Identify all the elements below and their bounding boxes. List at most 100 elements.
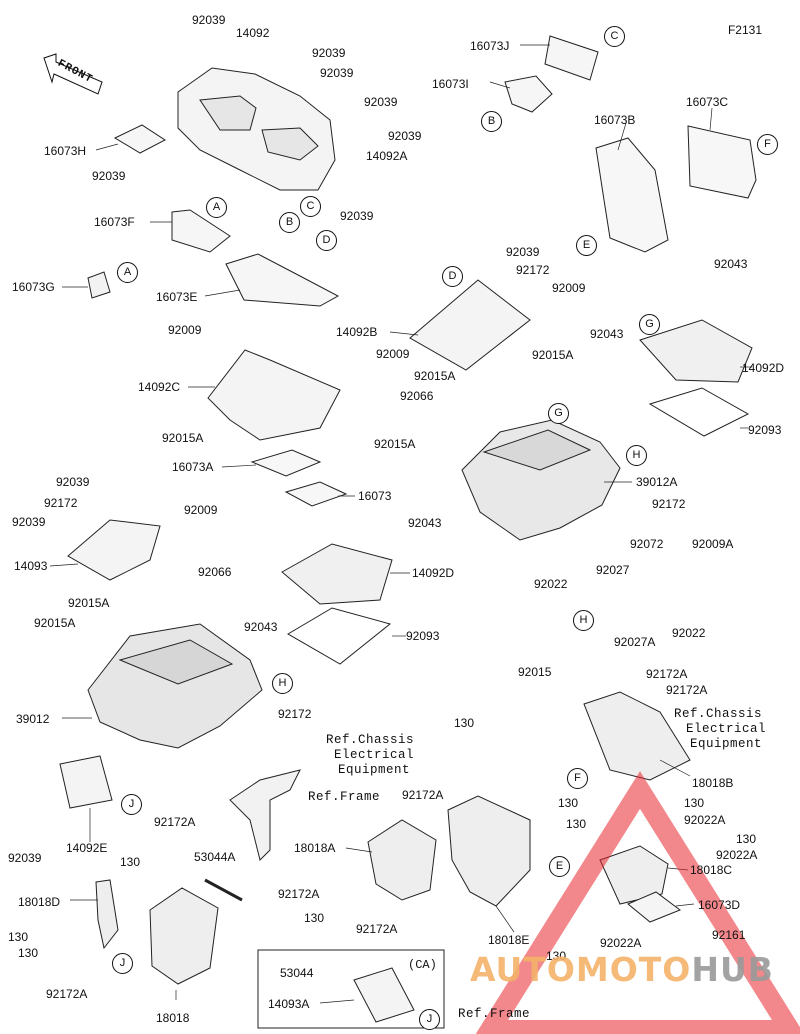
pad-16073a (250, 449, 322, 477)
lid-14092d-lower (281, 543, 393, 605)
watermark-part2: HUB (691, 950, 774, 989)
frame-bracket (229, 769, 301, 861)
front-console-cover (177, 67, 336, 191)
part-number: 92015A (34, 616, 76, 630)
part-number: 92172A (278, 887, 320, 901)
ref-chassis-electrical: Ref.Chassis Electrical Equipment (326, 733, 415, 777)
part-number: 92043 (408, 516, 442, 530)
callout-b: B (481, 111, 502, 132)
part-number: 92039 (506, 245, 540, 259)
part-number: 92039 (56, 475, 90, 489)
part-number: 14092 (236, 26, 270, 40)
part-number: 14092D (742, 361, 785, 375)
callout-h: H (272, 673, 293, 694)
part-number: 92022A (716, 848, 758, 862)
pad-16073i (504, 75, 553, 113)
plate-14093 (67, 519, 161, 581)
part-number: 18018E (488, 933, 530, 947)
part-number: 92009 (168, 323, 202, 337)
pad-16073h (113, 124, 166, 154)
part-number: 16073D (698, 898, 741, 912)
front-arrow-icon (43, 53, 103, 95)
part-number: 92066 (400, 389, 434, 403)
pad-16073j (544, 35, 599, 81)
seal-92093-upper (648, 387, 750, 437)
part-number: 53044 (280, 966, 314, 980)
part-number: 92015 (518, 665, 552, 679)
part-number: 92043 (244, 620, 278, 634)
plate-14092e (59, 755, 113, 809)
watermark-text: AUTOMOTOHUB (470, 950, 774, 989)
part-number: 92066 (198, 565, 232, 579)
part-number: 53044A (194, 850, 236, 864)
part-number: 92009A (692, 537, 734, 551)
callout-g: G (639, 314, 660, 335)
ca-label: (CA) (408, 958, 437, 972)
part-number: 92027A (614, 635, 656, 649)
part-number: 16073B (594, 113, 636, 127)
part-number: 16073A (172, 460, 214, 474)
part-number: 39012 (16, 712, 50, 726)
callout-e: E (549, 856, 570, 877)
part-number: 92022 (534, 577, 568, 591)
part-number: 16073C (686, 95, 729, 109)
pad-16073 (284, 481, 348, 507)
callout-h: H (626, 445, 647, 466)
part-number: 92039 (92, 169, 126, 183)
part-number: 16073G (12, 280, 55, 294)
part-number: 92039 (312, 46, 346, 60)
part-number: 130 (18, 946, 39, 960)
part-number: 92172A (666, 683, 708, 697)
part-number: 14093 (14, 559, 48, 573)
mat-16073b (595, 137, 669, 253)
part-number: 14093A (268, 997, 310, 1011)
part-number: 92022 (672, 626, 706, 640)
part-number: 92172 (44, 496, 78, 510)
callout-b: B (279, 212, 300, 233)
ref-frame: Ref.Frame (458, 1007, 531, 1021)
part-number: 16073H (44, 144, 87, 158)
part-number: 18018D (18, 895, 61, 909)
part-number: 92072 (630, 537, 664, 551)
part-number: 92015A (68, 596, 110, 610)
part-number: 92039 (12, 515, 46, 529)
part-number: 92172A (46, 987, 88, 1001)
part-number: 92039 (388, 129, 422, 143)
part-number: 14092E (66, 841, 108, 855)
part-number: 130 (558, 796, 579, 810)
part-number: 130 (120, 855, 141, 869)
callout-j: J (419, 1009, 440, 1030)
guard-18018c (599, 845, 669, 905)
callout-c: C (300, 196, 321, 217)
part-number: 92039 (192, 13, 226, 27)
part-number: 92022A (600, 936, 642, 950)
part-number: 92015A (414, 369, 456, 383)
part-number: 16073E (156, 290, 198, 304)
callout-d: D (442, 266, 463, 287)
ca-inset-box (257, 949, 445, 1029)
guard-18018a (367, 819, 437, 901)
part-number: 92093 (748, 423, 782, 437)
part-number: 92172A (402, 788, 444, 802)
plate-14092b (409, 279, 531, 371)
part-number: 39012A (636, 475, 678, 489)
box-39012 (87, 623, 263, 749)
callout-g: G (548, 403, 569, 424)
part-number: 92172 (652, 497, 686, 511)
part-number: 92027 (596, 563, 630, 577)
part-number: 92022A (684, 813, 726, 827)
part-number: 92172 (278, 707, 312, 721)
ref-frame: Ref.Frame (308, 790, 381, 804)
part-number: 18018B (692, 776, 734, 790)
guard-18018e (447, 795, 531, 907)
part-number: 14092D (412, 566, 455, 580)
part-number: 92172A (646, 667, 688, 681)
part-number: 14092B (336, 325, 378, 339)
front-arrow: FRONT (42, 52, 106, 96)
part-number: 92039 (8, 851, 42, 865)
guard-18018b (583, 691, 691, 781)
part-number: 18018C (690, 863, 733, 877)
part-number: 130 (736, 832, 757, 846)
callout-c: C (604, 26, 625, 47)
